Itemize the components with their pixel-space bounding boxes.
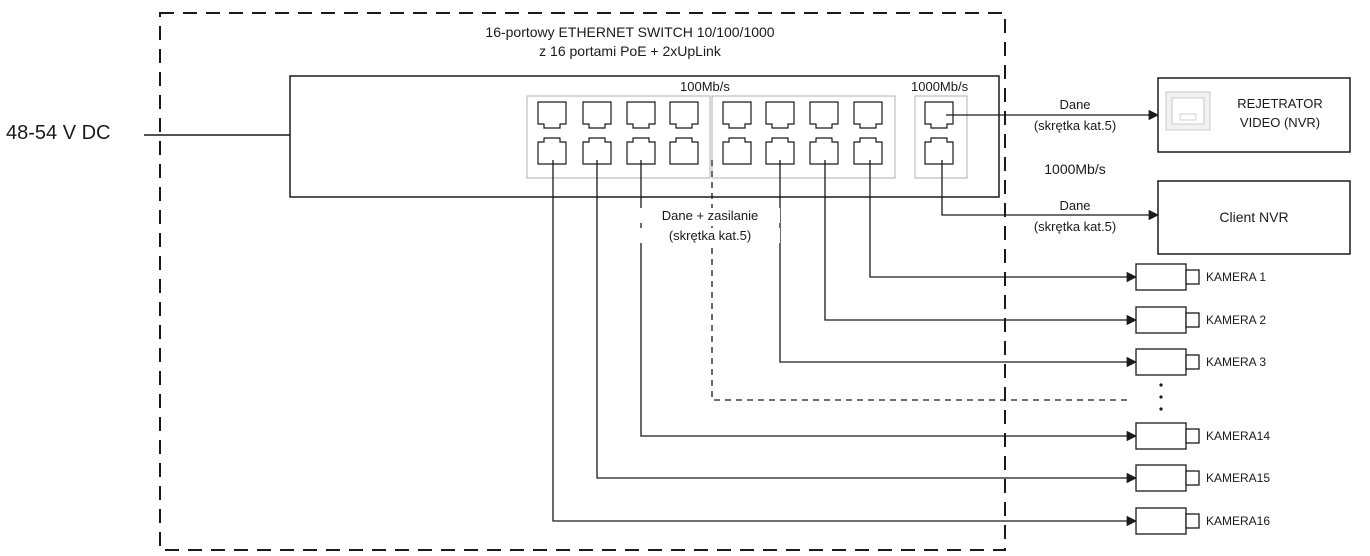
- camera-label-16: KAMERA16: [1206, 514, 1271, 528]
- gigabit-port-label: 1000Mb/s: [911, 79, 969, 94]
- camera-wires: [552, 160, 1138, 527]
- client-link-label-1: Dane: [1059, 198, 1091, 213]
- uplink-port-2: [924, 137, 954, 165]
- fast-port-block: [526, 95, 954, 179]
- client-nvr-box: [1157, 180, 1351, 255]
- fast-port-label: 100Mb/s: [680, 79, 730, 94]
- camera-label-14: KAMERA14: [1206, 429, 1271, 443]
- nvr-label-line2: VIDEO (NVR): [1239, 115, 1321, 130]
- camera-icon: [1135, 507, 1200, 535]
- port-top-2: [582, 101, 612, 129]
- port-top-8: [853, 101, 883, 129]
- wire-kamera-3: [779, 160, 1138, 368]
- uplink-speed-label: 1000Mb/s: [1044, 161, 1106, 177]
- port-bottom-1: [537, 137, 567, 165]
- switch-title-line1: 16-portowy ETHERNET SWITCH 10/100/1000: [485, 24, 775, 40]
- gigabit-port-block: [914, 95, 968, 179]
- client-nvr-label: Client NVR: [1219, 209, 1289, 225]
- port-top-3: [626, 101, 656, 129]
- wire-kamera-15: [596, 160, 1138, 484]
- port-bottom-8: [853, 137, 883, 165]
- port-top-6: [765, 101, 795, 129]
- wire-kamera-2: [824, 160, 1138, 326]
- wire-kamera-1: [869, 160, 1138, 283]
- port-bottom-2: [582, 137, 612, 165]
- camera-icons: [1135, 263, 1200, 535]
- power-label: 48-54 V DC: [6, 122, 111, 144]
- camera-label-15: KAMERA15: [1206, 471, 1271, 485]
- poe-label-line1: Dane + zasilanie: [640, 208, 780, 223]
- port-bottom-7: [809, 137, 839, 165]
- client-link-label-2: (skrętka kat.5): [1033, 219, 1117, 234]
- wire-client: [941, 160, 1160, 221]
- camera-icon: [1135, 306, 1200, 334]
- wire-kamera-16: [552, 160, 1138, 527]
- port-bottom-6: [765, 137, 795, 165]
- switch-title-line2: z 16 portami PoE + 2xUpLink: [539, 43, 721, 59]
- port-top-4: [669, 101, 699, 129]
- camera-label-2: KAMERA 2: [1206, 313, 1267, 327]
- dashed-enclosure: [159, 12, 1006, 551]
- camera-icon: [1135, 464, 1200, 492]
- port-bottom-4: [669, 137, 699, 165]
- ellipsis-dots: [1159, 383, 1163, 411]
- port-top-7: [809, 101, 839, 129]
- wire-kamera-14: [640, 160, 1138, 442]
- port-top-1: [537, 101, 567, 129]
- camera-label-3: KAMERA 3: [1206, 355, 1267, 369]
- port-bottom-5: [722, 137, 752, 165]
- poe-label-line2: (skrętka kat.5): [640, 228, 780, 243]
- camera-icon: [1135, 348, 1200, 376]
- uplink-port-1: [924, 101, 954, 129]
- nvr-link-label-2: (skrętka kat.5): [1033, 118, 1117, 133]
- port-top-5: [722, 101, 752, 129]
- camera-icon: [1135, 422, 1200, 450]
- nvr-label-line1: REJETRATOR: [1237, 96, 1323, 111]
- camera-label-1: KAMERA 1: [1206, 270, 1267, 284]
- switch-body: [289, 75, 1000, 198]
- nvr-link-label-1: Dane: [1059, 97, 1091, 112]
- camera-icon: [1135, 263, 1200, 291]
- port-bottom-3: [626, 137, 656, 165]
- nvr-port-icon: [1165, 91, 1211, 131]
